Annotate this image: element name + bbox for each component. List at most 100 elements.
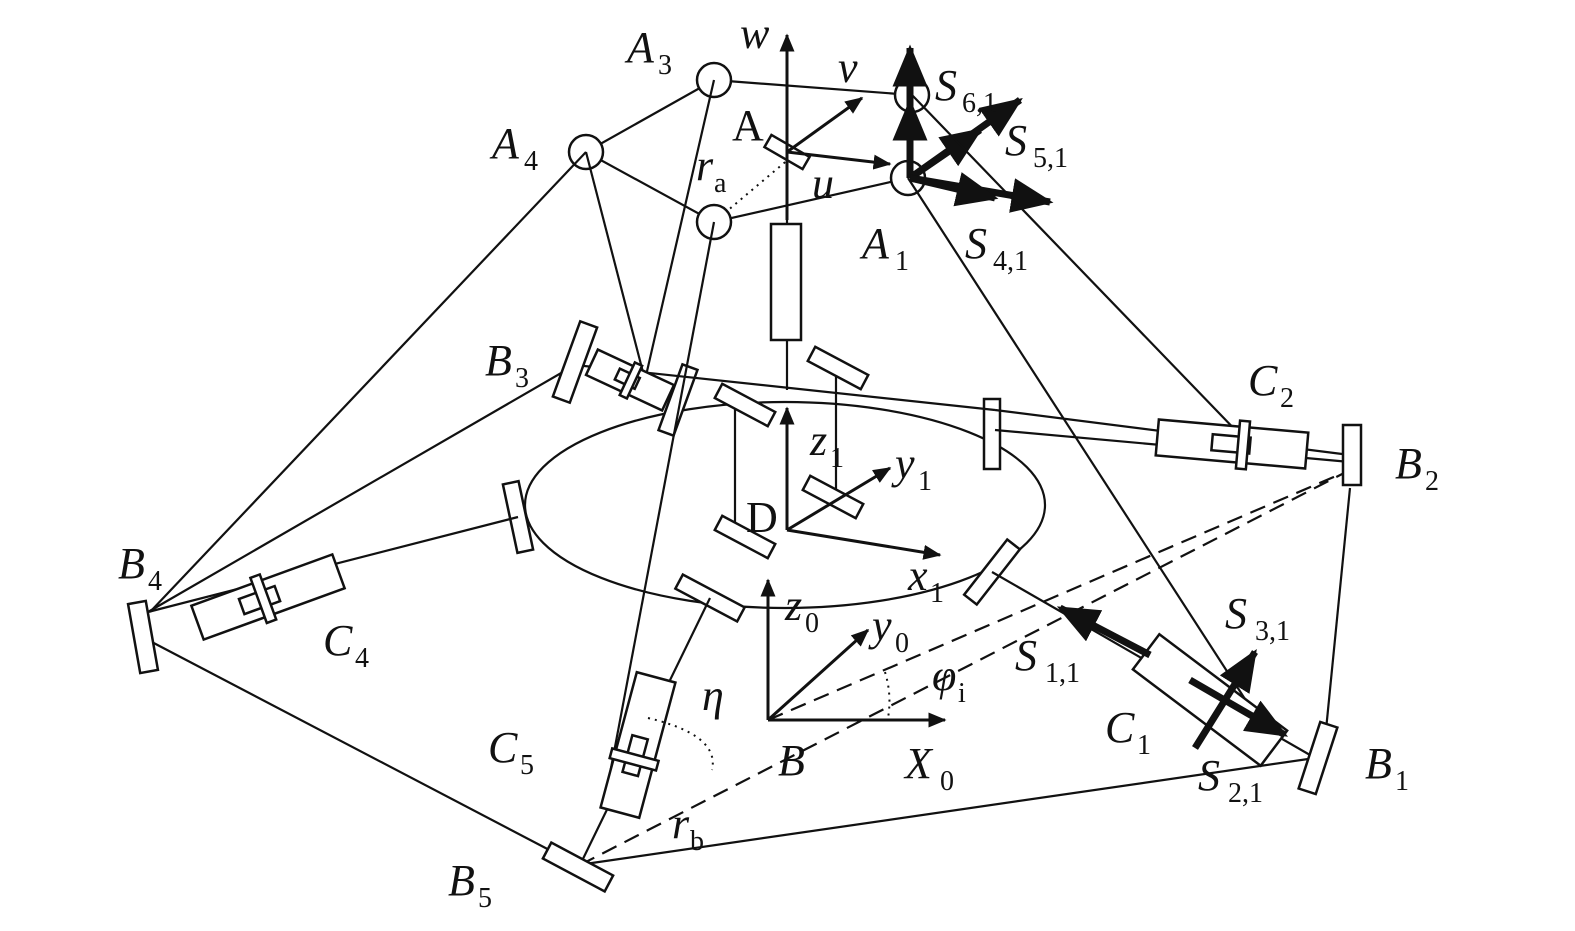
svg-text:B: B [485, 336, 512, 385]
svg-text:6,1: 6,1 [962, 88, 997, 119]
cylinder-C3 [584, 347, 676, 413]
svg-text:C: C [1248, 356, 1278, 405]
svg-text:5,1: 5,1 [1033, 143, 1068, 174]
label-B: B [778, 736, 805, 785]
svg-text:1: 1 [895, 246, 909, 277]
svg-text:S: S [935, 61, 957, 110]
svg-text:B: B [118, 539, 145, 588]
label-v: v [838, 43, 858, 92]
svg-text:S: S [965, 219, 987, 268]
central-column [733, 220, 838, 525]
label-D: D [746, 493, 778, 542]
svg-text:A: A [624, 23, 655, 72]
u-axis [786, 150, 892, 170]
label-w: w [740, 9, 770, 58]
svg-text:C: C [1105, 703, 1135, 752]
v-axis [786, 96, 864, 154]
svg-text:2: 2 [1425, 466, 1439, 497]
svg-text:1: 1 [918, 466, 932, 497]
svg-text:z: z [784, 581, 802, 630]
svg-text:3: 3 [658, 50, 672, 81]
cylinder-C2 [1154, 418, 1310, 471]
svg-text:2,1: 2,1 [1228, 778, 1263, 809]
cylinder-C4 [189, 552, 347, 642]
svg-text:C: C [323, 616, 353, 665]
svg-text:5: 5 [478, 883, 492, 914]
svg-text:S: S [1198, 751, 1220, 800]
label-S11: S 1,1 [1015, 631, 1080, 689]
svg-text:r: r [696, 141, 714, 190]
svg-text:i: i [958, 678, 966, 709]
svg-text:X: X [903, 739, 934, 788]
base-sliders [126, 319, 1363, 894]
svg-text:b: b [690, 826, 704, 857]
svg-text:S: S [1005, 116, 1027, 165]
svg-text:φ: φ [932, 651, 956, 700]
svg-text:z: z [809, 416, 827, 465]
svg-text:A: A [489, 119, 520, 168]
svg-text:y: y [891, 439, 915, 488]
svg-text:4,1: 4,1 [993, 246, 1028, 277]
frame-B-axes [647, 578, 947, 771]
base-ring [523, 400, 1047, 610]
svg-text:4: 4 [148, 566, 162, 597]
label-eta: η [702, 671, 724, 720]
svg-text:x: x [907, 551, 928, 600]
svg-text:4: 4 [355, 643, 369, 674]
svg-text:y: y [868, 601, 892, 650]
label-u: u [812, 159, 834, 208]
svg-text:5: 5 [520, 750, 534, 781]
svg-text:B: B [448, 856, 475, 905]
moving-platform [567, 61, 931, 241]
svg-text:4: 4 [524, 146, 538, 177]
svg-text:B: B [1395, 439, 1422, 488]
screws-at-A1 [892, 44, 1054, 213]
cylinder-C1 [1131, 632, 1289, 768]
slider-B2 [1341, 423, 1363, 487]
platform-axes [779, 33, 892, 220]
slider-B4 [126, 599, 160, 675]
svg-text:1,1: 1,1 [1045, 658, 1080, 689]
frame-D-axes [779, 406, 942, 560]
slider-B3 [551, 319, 599, 405]
label-A: A [732, 101, 764, 150]
svg-text:1: 1 [930, 578, 944, 609]
screws-at-C1 [1056, 604, 1289, 750]
slider-B5 [541, 840, 615, 894]
slider-B1 [1297, 720, 1339, 796]
cylinder-C5 [599, 670, 677, 820]
central-actuator [769, 222, 803, 342]
svg-text:S: S [1015, 631, 1037, 680]
svg-text:a: a [714, 168, 727, 199]
svg-text:A: A [859, 219, 890, 268]
legs [149, 79, 1266, 801]
svg-text:1: 1 [830, 443, 844, 474]
svg-text:r: r [672, 799, 690, 848]
svg-text:3,1: 3,1 [1255, 616, 1290, 647]
svg-text:1: 1 [1137, 730, 1151, 761]
